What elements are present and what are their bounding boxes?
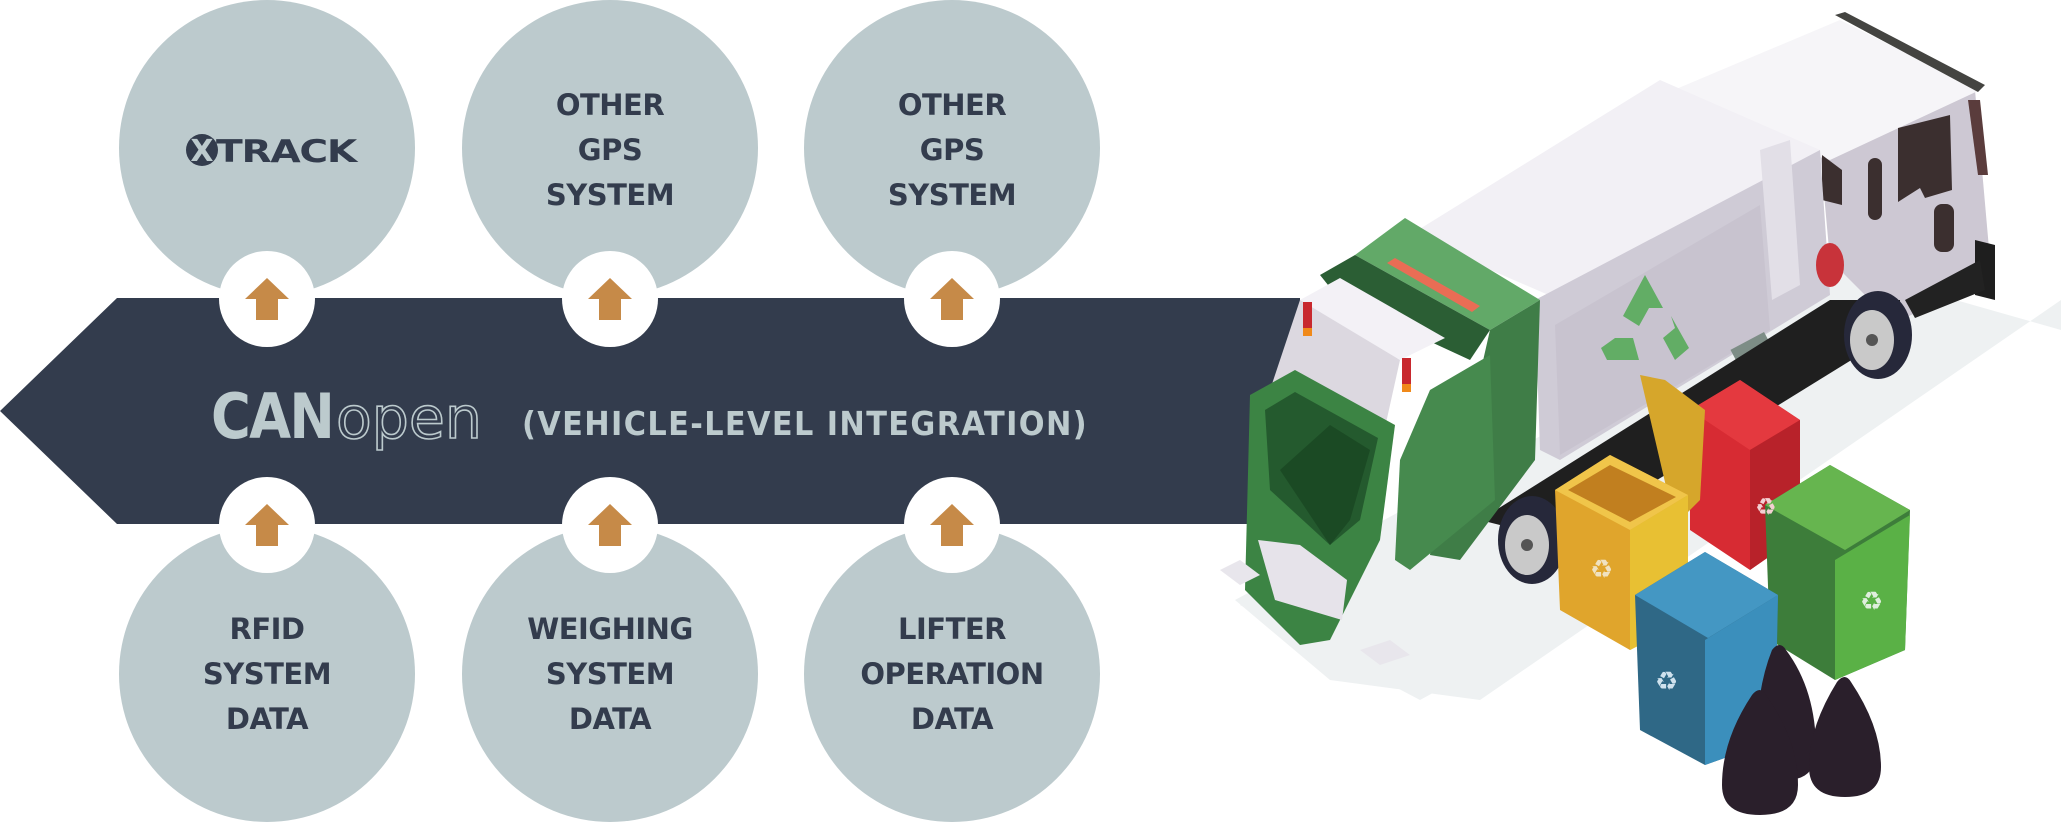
truck-cab-visor (1835, 12, 1985, 92)
truck-cab-window-front (1898, 115, 1952, 202)
yellow-bin-lid (1640, 375, 1705, 525)
tail-light-right (1402, 358, 1411, 392)
node-label-line: OTHER (556, 88, 665, 122)
arrow-up-icon (588, 278, 632, 320)
garbage-bag-icon (1809, 677, 1881, 797)
truck-hopper-top (1300, 278, 1445, 360)
truck-loader-top (1355, 218, 1540, 330)
node-label-line: SYSTEM (546, 178, 674, 212)
node-circle-weighing[interactable] (462, 526, 758, 822)
xtrack-logo-text: TRACK (216, 134, 358, 170)
other-gps-2-label: OTHER GPS SYSTEM (888, 88, 1017, 212)
recycle-mark-green: ♻ (1860, 587, 1883, 617)
canopen-band (0, 298, 1300, 524)
node-label-line: DATA (569, 702, 652, 736)
truck-support-foot-right (1360, 640, 1410, 665)
truck-body-rib (1760, 140, 1800, 300)
node-label-line: OTHER (898, 88, 1007, 122)
garbage-bag-icon (1722, 690, 1798, 815)
node-circle-rfid[interactable] (119, 526, 415, 822)
node-label-line: SYSTEM (203, 657, 331, 691)
truck-wheel-front (1844, 291, 1912, 379)
node-label-line: RFID (229, 612, 304, 646)
hazard-stripe (1387, 258, 1480, 312)
truck-cab-window-side (1868, 158, 1882, 220)
truck-fuel-tank (1816, 243, 1844, 287)
arrow-up-icon (245, 504, 289, 546)
connector-other-gps-1 (562, 251, 658, 347)
truck-tailgate-floor (1280, 425, 1370, 545)
node-circle-other-gps-2[interactable] (804, 0, 1100, 296)
recycle-mark-yellow: ♻ (1590, 555, 1613, 585)
arrow-up-icon (930, 278, 974, 320)
truck-body-panel (1555, 205, 1770, 455)
truck-cab-window-small (1934, 204, 1954, 252)
truck-cab-window-rear (1822, 155, 1842, 205)
node-label-line: SYSTEM (546, 657, 674, 691)
truck-loader-arm (1395, 355, 1495, 570)
xtrack-logo-x: X (190, 134, 213, 169)
connector-weighing (562, 477, 658, 573)
band-caption: (VEHICLE-LEVEL INTEGRATION) (522, 404, 1088, 443)
node-label-line: GPS (920, 133, 984, 167)
node-label-line: OPERATION (860, 657, 1043, 691)
node-label-line: SYSTEM (888, 178, 1016, 212)
node-label-line: GPS (578, 133, 642, 167)
xtrack-logo-mark-icon (186, 134, 218, 166)
truck-cab-edge (1968, 100, 1988, 175)
truck-rear-plate (1258, 540, 1347, 620)
connector-xtrack (219, 251, 315, 347)
truck-wheel-rear (1498, 496, 1566, 584)
tail-light-left (1303, 302, 1312, 336)
node-label-line: WEIGHING (527, 612, 693, 646)
canopen-logo-open: open (336, 384, 482, 452)
node-label-line: DATA (226, 702, 309, 736)
node-label-line: DATA (911, 702, 994, 736)
rfid-label: RFID SYSTEM DATA (203, 612, 332, 736)
truck-body-plate (1730, 332, 1772, 364)
canopen-logo: CAN open (211, 380, 483, 453)
truck-loader-inner (1320, 255, 1490, 360)
node-circle-lifter[interactable] (804, 526, 1100, 822)
arrow-up-icon (245, 278, 289, 320)
truck-body-top (1410, 80, 1820, 300)
xtrack-logo: X TRACK (186, 134, 359, 170)
truck-support-foot-left (1220, 560, 1260, 585)
connector-lifter (904, 477, 1000, 573)
lifter-label: LIFTER OPERATION DATA (860, 612, 1044, 736)
weighing-label: WEIGHING SYSTEM DATA (527, 612, 693, 736)
truck-cab-step (1905, 260, 1985, 318)
waste-bins: ♻ ♻ ♻ ♻ (1555, 375, 1910, 765)
tail-light-right-amber (1402, 384, 1411, 392)
node-label-line: LIFTER (898, 612, 1006, 646)
arrow-up-icon (588, 504, 632, 546)
garbage-bags (1722, 645, 1881, 815)
bottom-nodes (119, 526, 1100, 822)
recycle-icon (1601, 275, 1689, 360)
tail-light-left-amber (1303, 328, 1312, 336)
node-circle-other-gps-1[interactable] (462, 0, 758, 296)
other-gps-1-label: OTHER GPS SYSTEM (546, 88, 675, 212)
recycle-mark-red: ♻ (1755, 493, 1777, 521)
node-circle-xtrack[interactable] (119, 0, 415, 296)
connector-other-gps-2 (904, 251, 1000, 347)
top-nodes (119, 0, 1100, 296)
canopen-logo-can: CAN (211, 380, 333, 453)
connectors (219, 251, 1000, 573)
connector-rfid (219, 477, 315, 573)
green-bin-icon (1765, 465, 1910, 680)
recycle-mark-blue: ♻ (1655, 667, 1678, 697)
arrow-up-icon (930, 504, 974, 546)
